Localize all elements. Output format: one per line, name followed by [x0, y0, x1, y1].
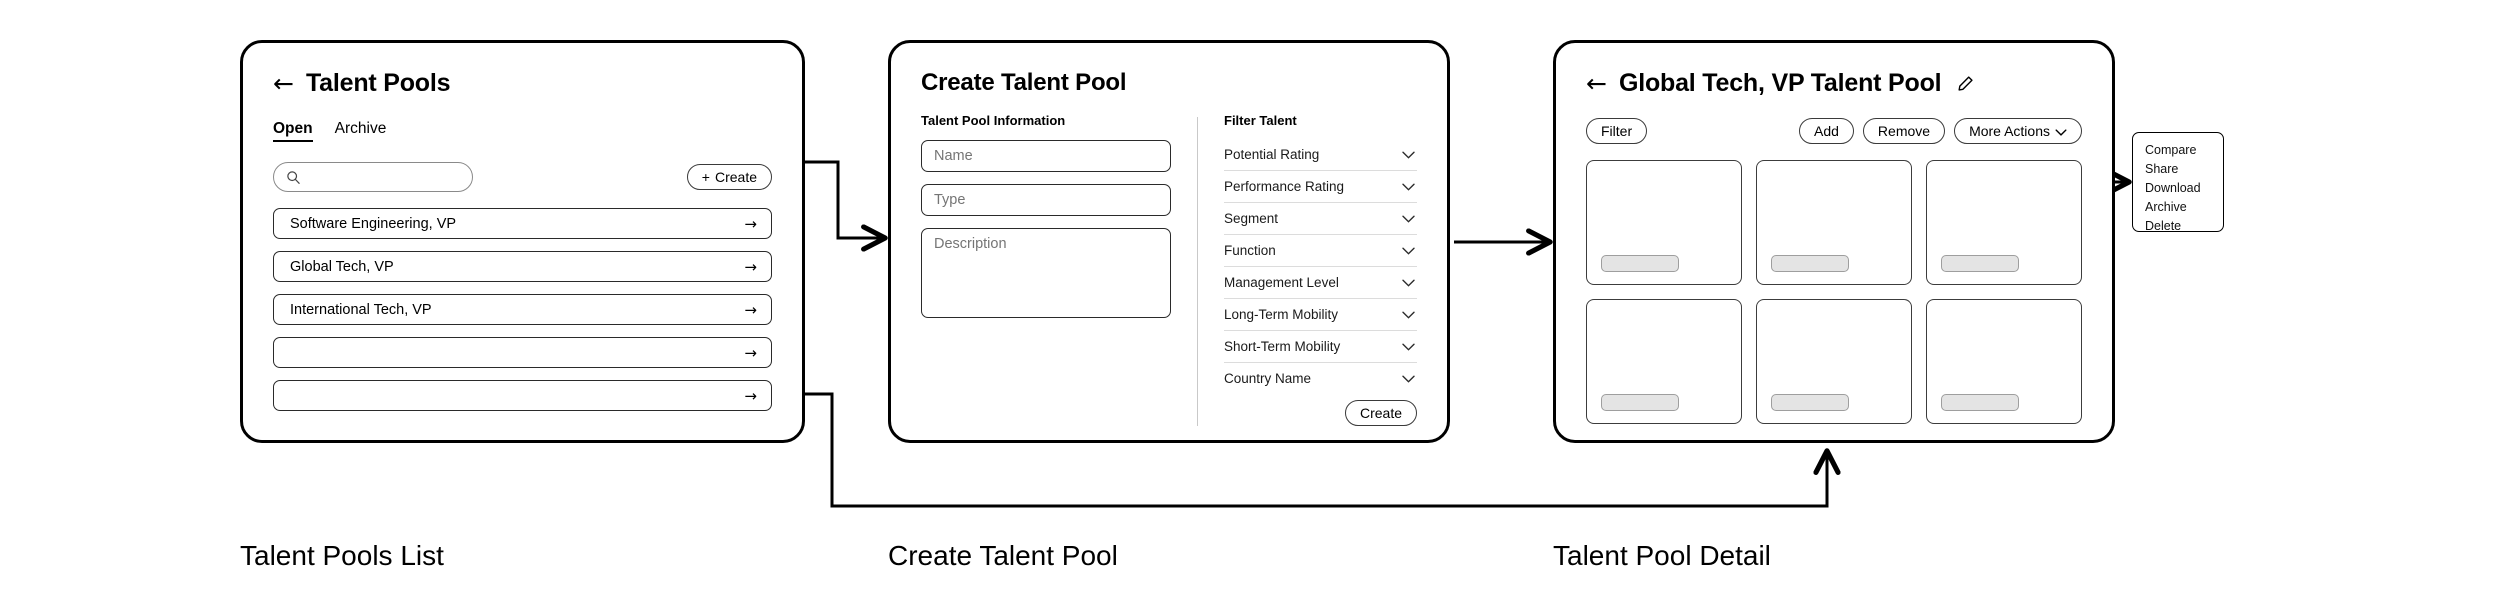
more-actions-label: More Actions — [1969, 123, 2050, 139]
filter-label: Country Name — [1224, 371, 1312, 386]
talent-pool-rows: Software Engineering, VP → Global Tech, … — [273, 208, 772, 411]
back-arrow-icon[interactable]: ← — [273, 69, 294, 98]
card-placeholder-bar — [1771, 255, 1849, 272]
search-and-create-row: + Create — [273, 162, 772, 192]
arrow-right-icon: → — [744, 214, 757, 233]
filter-button[interactable]: Filter — [1586, 118, 1648, 144]
arrow-right-icon: → — [744, 386, 757, 405]
list-item-label: Software Engineering, VP — [290, 215, 457, 232]
tab-archive[interactable]: Archive — [334, 120, 387, 137]
card-placeholder-bar — [1601, 255, 1679, 272]
filter-short-term-mobility[interactable]: Short-Term Mobility — [1224, 331, 1417, 363]
create-submit-button[interactable]: Create — [1344, 400, 1417, 426]
filter-label: Management Level — [1224, 275, 1339, 290]
chevron-down-icon — [2055, 124, 2067, 138]
filter-label: Function — [1224, 243, 1276, 258]
arrow-right-icon: → — [744, 300, 757, 319]
arrow-right-icon: → — [744, 343, 757, 362]
talent-card[interactable] — [1756, 160, 1912, 285]
talent-card[interactable] — [1586, 160, 1742, 285]
filter-country-name[interactable]: Country Name — [1224, 363, 1417, 394]
column-divider — [1197, 117, 1198, 426]
filter-function[interactable]: Function — [1224, 235, 1417, 267]
caption-talent-pool-detail: Talent Pool Detail — [1553, 540, 1771, 571]
list-item-label: International Tech, VP — [290, 301, 432, 318]
page-title: Global Tech, VP Talent Pool — [1618, 69, 1942, 97]
filter-label: Segment — [1224, 211, 1279, 226]
card-placeholder-bar — [1941, 394, 2019, 411]
talent-card[interactable] — [1586, 299, 1742, 424]
card-placeholder-bar — [1941, 255, 2019, 272]
chevron-down-icon — [1402, 215, 1415, 223]
add-button[interactable]: Add — [1799, 118, 1854, 144]
more-actions-menu: Compare Share Download Archive Delete — [2132, 132, 2224, 233]
talent-pool-information-section: Talent Pool Information — [921, 113, 1171, 426]
tab-open[interactable]: Open — [273, 120, 313, 142]
menu-item-archive[interactable]: Archive — [2145, 200, 2187, 214]
talent-card[interactable] — [1756, 299, 1912, 424]
talent-card[interactable] — [1926, 160, 2082, 285]
tab-bar: Open Archive — [273, 120, 772, 142]
list-item[interactable]: Global Tech, VP → — [273, 251, 772, 282]
filter-section-label: Filter Talent — [1224, 113, 1297, 128]
menu-item-share[interactable]: Share — [2145, 162, 2179, 176]
menu-item-download[interactable]: Download — [2145, 181, 2201, 195]
panel-talent-pool-detail: ← Global Tech, VP Talent Pool Filter Add… — [1553, 40, 2115, 443]
card-placeholder-bar — [1771, 394, 1849, 411]
remove-button[interactable]: Remove — [1862, 118, 1946, 144]
filter-list: Potential Rating Performance Rating — [1224, 139, 1417, 394]
filter-talent-section: Filter Talent Potential Rating Performan… — [1224, 113, 1417, 426]
chevron-down-icon — [1402, 247, 1415, 255]
list-item[interactable]: → — [273, 380, 772, 411]
name-field[interactable] — [921, 140, 1171, 172]
type-field[interactable] — [921, 184, 1171, 216]
menu-item-delete[interactable]: Delete — [2145, 219, 2182, 233]
filter-long-term-mobility[interactable]: Long-Term Mobility — [1224, 299, 1417, 331]
filter-label: Potential Rating — [1224, 147, 1320, 162]
create-button[interactable]: + Create — [686, 164, 772, 190]
filter-segment[interactable]: Segment — [1224, 203, 1417, 235]
create-button-label: Create — [714, 169, 757, 185]
page-title: Talent Pools — [305, 69, 451, 97]
chevron-down-icon — [1402, 375, 1415, 383]
list-item[interactable]: International Tech, VP → — [273, 294, 772, 325]
filter-label: Long-Term Mobility — [1224, 307, 1339, 322]
section-label: Talent Pool Information — [921, 113, 1066, 128]
chevron-down-icon — [1402, 183, 1415, 191]
caption-talent-pools-list: Talent Pools List — [240, 540, 444, 571]
list-item[interactable]: → — [273, 337, 772, 368]
search-input[interactable] — [273, 162, 473, 192]
caption-create-talent-pool: Create Talent Pool — [888, 540, 1118, 571]
talent-card[interactable] — [1926, 299, 2082, 424]
panel-talent-pools-list: ← Talent Pools Open Archive + Create — [240, 40, 805, 443]
list-header: ← Talent Pools — [273, 69, 772, 98]
more-actions-button[interactable]: More Actions — [1954, 118, 2082, 144]
pencil-icon[interactable] — [1957, 75, 1974, 92]
card-placeholder-bar — [1601, 394, 1679, 411]
menu-item-compare[interactable]: Compare — [2145, 143, 2197, 157]
filter-management-level[interactable]: Management Level — [1224, 267, 1417, 299]
talent-card-grid — [1586, 160, 2082, 424]
filter-label: Performance Rating — [1224, 179, 1345, 194]
detail-toolbar: Filter Add Remove More Actions — [1586, 118, 2082, 144]
list-item-label: Global Tech, VP — [290, 258, 394, 275]
chevron-down-icon — [1402, 311, 1415, 319]
back-arrow-icon[interactable]: ← — [1586, 69, 1607, 98]
filter-performance-rating[interactable]: Performance Rating — [1224, 171, 1417, 203]
list-item[interactable]: Software Engineering, VP → — [273, 208, 772, 239]
search-icon — [287, 170, 300, 184]
chevron-down-icon — [1402, 343, 1415, 351]
description-field[interactable] — [921, 228, 1171, 318]
page-title: Create Talent Pool — [921, 69, 1127, 96]
detail-header: ← Global Tech, VP Talent Pool — [1586, 69, 2082, 98]
filter-label: Short-Term Mobility — [1224, 339, 1341, 354]
panel-create-talent-pool: Create Talent Pool Talent Pool Informati… — [888, 40, 1450, 443]
chevron-down-icon — [1402, 151, 1415, 159]
plus-icon: + — [701, 169, 710, 185]
arrow-right-icon: → — [744, 257, 757, 276]
chevron-down-icon — [1402, 279, 1415, 287]
filter-potential-rating[interactable]: Potential Rating — [1224, 139, 1417, 171]
